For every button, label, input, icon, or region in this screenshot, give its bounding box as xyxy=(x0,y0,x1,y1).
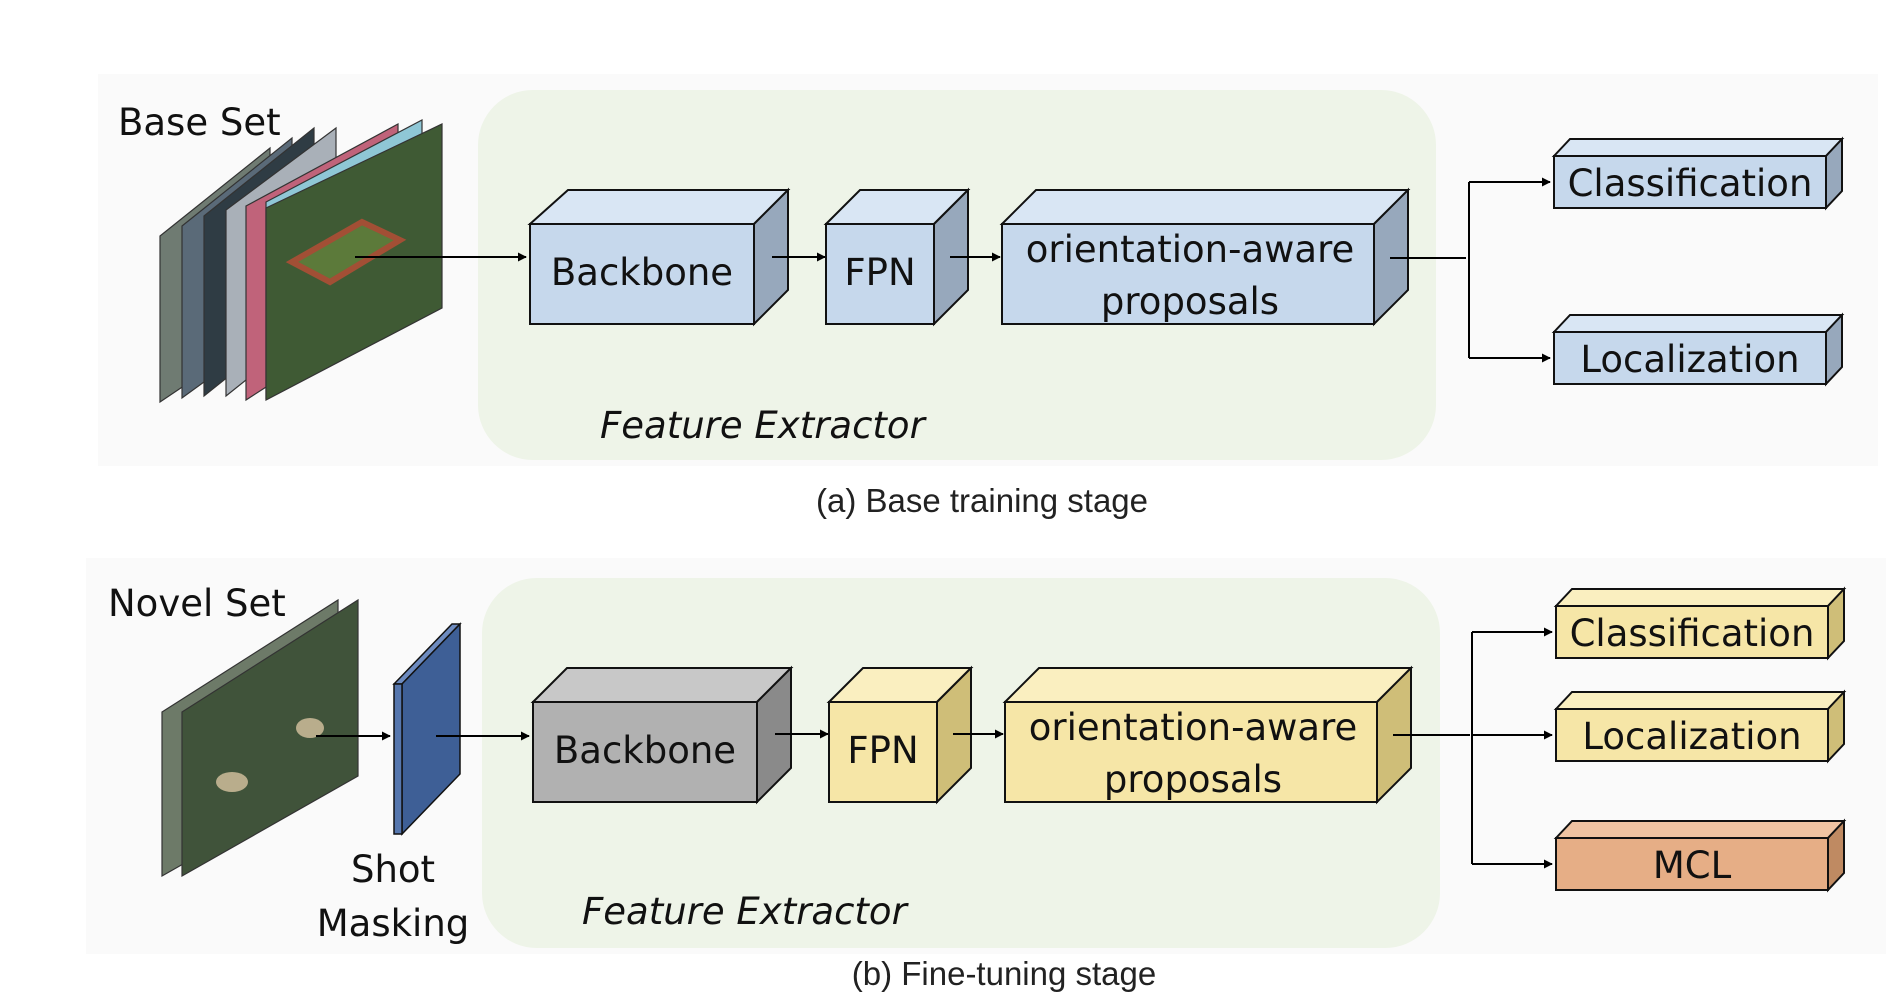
stage-b-classification-head: Classification xyxy=(1553,586,1847,661)
stage-a-classification-head: Classification xyxy=(1551,136,1845,211)
stage-b-head-connectors xyxy=(1393,627,1553,869)
proposals-front-face xyxy=(1001,223,1375,325)
stage-a-proposals-line2: proposals xyxy=(1101,280,1279,323)
diamond-patch xyxy=(216,772,248,792)
stage-a-localization-head: Localization xyxy=(1551,312,1845,387)
stage-a-fpn-label: FPN xyxy=(844,251,915,294)
head-front-face xyxy=(1555,708,1829,762)
stage-b-backbone-label: Backbone xyxy=(554,729,736,772)
stage-a-panel: Base Set Backbone FPN xyxy=(98,74,1878,519)
stage-b-caption: (b) Fine-tuning stage xyxy=(852,955,1157,992)
proposals-top-face xyxy=(999,189,1411,225)
head-front-face xyxy=(1553,331,1827,385)
stage-b-localization-head: Localization xyxy=(1553,689,1847,764)
stage-a-localization-label: Localization xyxy=(1580,338,1799,381)
head-top-face xyxy=(1553,588,1847,607)
backbone-front-face xyxy=(532,701,758,803)
head-top-face xyxy=(1553,820,1847,839)
top-image-aerial-fields xyxy=(181,598,359,878)
base-set-image-stack xyxy=(159,119,443,404)
backbone-top-face xyxy=(527,189,791,225)
stage-b-backbone-block: Backbone xyxy=(530,665,794,805)
stage-a-proposals-line1: orientation-aware xyxy=(1026,228,1355,271)
field-infield xyxy=(285,218,407,286)
head-front-face xyxy=(1553,155,1827,209)
stage-a-backbone-label: Backbone xyxy=(551,251,733,294)
diamond-patch xyxy=(296,718,324,738)
head-top-face xyxy=(1551,314,1845,333)
fpn-front-face xyxy=(825,223,935,325)
head-top-face xyxy=(1551,138,1845,157)
stage-b-feature-extractor-label: Feature Extractor xyxy=(582,890,910,933)
stage-b-localization-label: Localization xyxy=(1582,715,1801,758)
stage-b-set-label: Novel Set xyxy=(108,582,286,625)
stage-a-caption: (a) Base training stage xyxy=(816,482,1148,519)
stage-a-proposals-block: orientation-aware proposals xyxy=(999,187,1411,327)
novel-set-image-stack xyxy=(161,598,359,878)
stage-b-fpn-block: FPN xyxy=(826,665,974,805)
stage-b-proposals-block: orientation-aware proposals xyxy=(1002,665,1414,805)
backbone-top-face xyxy=(530,667,794,703)
stage-a-fpn-block: FPN xyxy=(823,187,971,327)
shot-masking-line2: Masking xyxy=(317,902,470,945)
stage-b-panel: Novel Set Shot Masking Backbone xyxy=(86,558,1886,992)
stage-b-mcl-head: MCL xyxy=(1553,818,1847,893)
fpn-front-face xyxy=(828,701,938,803)
shot-masking-block xyxy=(392,622,462,836)
proposals-front-face xyxy=(1004,701,1378,803)
head-front-face xyxy=(1555,605,1829,659)
head-top-face xyxy=(1553,691,1847,710)
backbone-front-face xyxy=(529,223,755,325)
shot-masking-line1: Shot xyxy=(351,848,435,891)
mask-front-face xyxy=(393,683,403,835)
proposals-top-face xyxy=(1002,667,1414,703)
stage-a-head-connectors xyxy=(1390,177,1551,363)
stage-b-classification-label: Classification xyxy=(1570,612,1815,655)
stage-a-backbone-block: Backbone xyxy=(527,187,791,327)
stage-b-proposals-line1: orientation-aware xyxy=(1029,706,1358,749)
head-front-face xyxy=(1555,837,1829,891)
stage-b-mcl-label: MCL xyxy=(1653,844,1732,887)
stage-a-feature-extractor-label: Feature Extractor xyxy=(600,404,928,447)
stage-b-proposals-line2: proposals xyxy=(1104,758,1282,801)
stage-a-set-label: Base Set xyxy=(118,101,281,144)
stage-b-fpn-label: FPN xyxy=(847,729,918,772)
stage-a-classification-label: Classification xyxy=(1568,162,1813,205)
